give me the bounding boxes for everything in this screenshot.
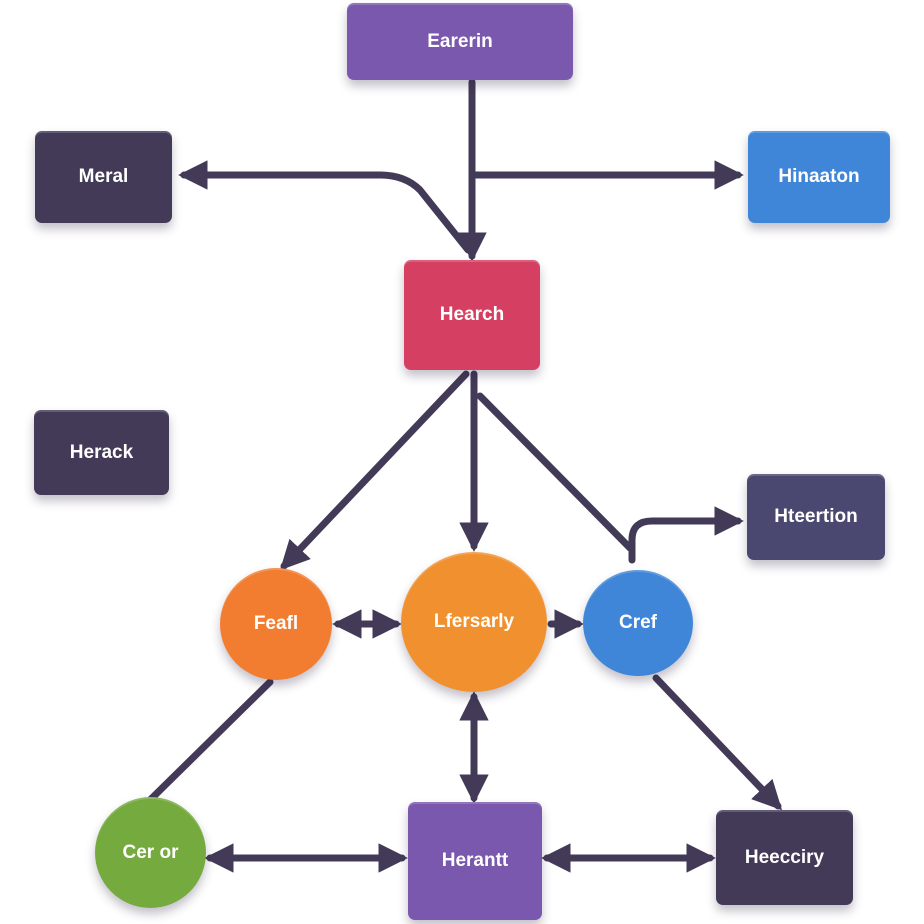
node-lfersarly[interactable]: Lfersarly <box>401 552 547 692</box>
node-label: Feafl <box>253 613 299 634</box>
edge-center-to-feafl <box>279 370 470 571</box>
node-hinaaton[interactable]: Hinaaton <box>748 131 890 223</box>
node-label: Cref <box>618 612 657 633</box>
node-label: Cer or <box>122 841 179 863</box>
node-hearch[interactable]: Hearch <box>404 260 540 370</box>
node-label: Meral <box>78 166 129 187</box>
node-label: Hinaaton <box>778 166 860 187</box>
node-label: Earerin <box>427 30 493 52</box>
node-heecciry[interactable]: Heecciry <box>716 810 853 905</box>
node-earerin[interactable]: Earerin <box>347 3 573 80</box>
edge-feafl-to-cer-or <box>146 678 274 804</box>
node-herack[interactable]: Herack <box>34 410 169 495</box>
node-hteertion[interactable]: Hteertion <box>747 474 885 560</box>
node-cer-or[interactable]: Cer or <box>95 797 206 908</box>
node-label: Herack <box>69 441 134 463</box>
node-label: Lfersarly <box>433 611 515 632</box>
node-label: Hteertion <box>774 506 858 527</box>
node-label: Herantt <box>441 850 509 871</box>
edge-center-to-cref <box>476 392 634 552</box>
node-feafl[interactable]: Feafl <box>220 568 332 680</box>
node-label: Hearch <box>439 304 505 325</box>
edge-cref-to-heecciry <box>652 674 783 811</box>
node-herantt[interactable]: Herantt <box>408 802 542 920</box>
edge-cref-to-hteertion <box>628 506 744 564</box>
edge-center-to-meral <box>178 160 472 254</box>
node-meral[interactable]: Meral <box>35 131 172 223</box>
node-cref[interactable]: Cref <box>583 570 693 676</box>
node-label: Heecciry <box>744 846 825 868</box>
